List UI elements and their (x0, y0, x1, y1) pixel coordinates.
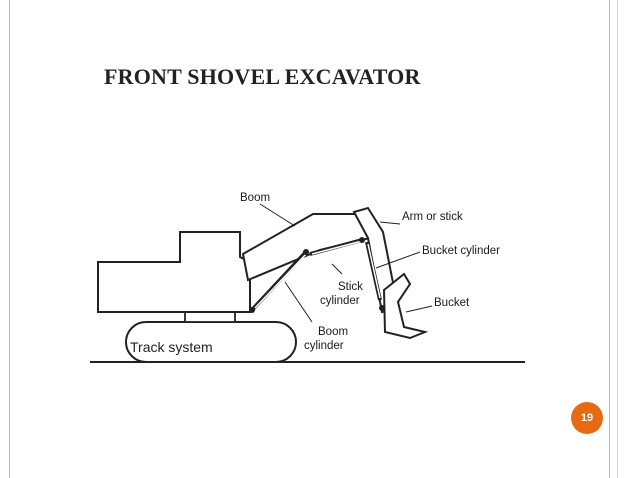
boom-shape (241, 213, 372, 282)
label-boom: Boom (240, 192, 270, 204)
label-stick-cylinder-line1: Stick (338, 281, 363, 293)
label-boom-cylinder-line1: Boom (318, 326, 348, 338)
label-stick-cylinder-line2: cylinder (320, 295, 360, 307)
excavator-body (97, 231, 251, 313)
bucket-shape (382, 272, 429, 340)
label-bucket: Bucket (434, 297, 470, 309)
slide-border-left (9, 0, 10, 478)
label-arm-or-stick: Arm or stick (402, 211, 463, 223)
label-track-system: Track system (130, 339, 213, 355)
slide-border-right (609, 0, 610, 478)
label-bucket-cylinder: Bucket cylinder (422, 245, 500, 257)
page-number-badge: 19 (571, 402, 603, 434)
excavator-diagram: Boom Arm or stick Bucket cylinder Stick … (90, 192, 525, 363)
undercarriage (184, 311, 236, 323)
boom-cylinder-shape (250, 250, 308, 312)
slide-title: FRONT SHOVEL EXCAVATOR (104, 64, 421, 89)
slide-border-right-inner (617, 0, 618, 478)
label-boom-cylinder-line2: cylinder (304, 340, 344, 352)
